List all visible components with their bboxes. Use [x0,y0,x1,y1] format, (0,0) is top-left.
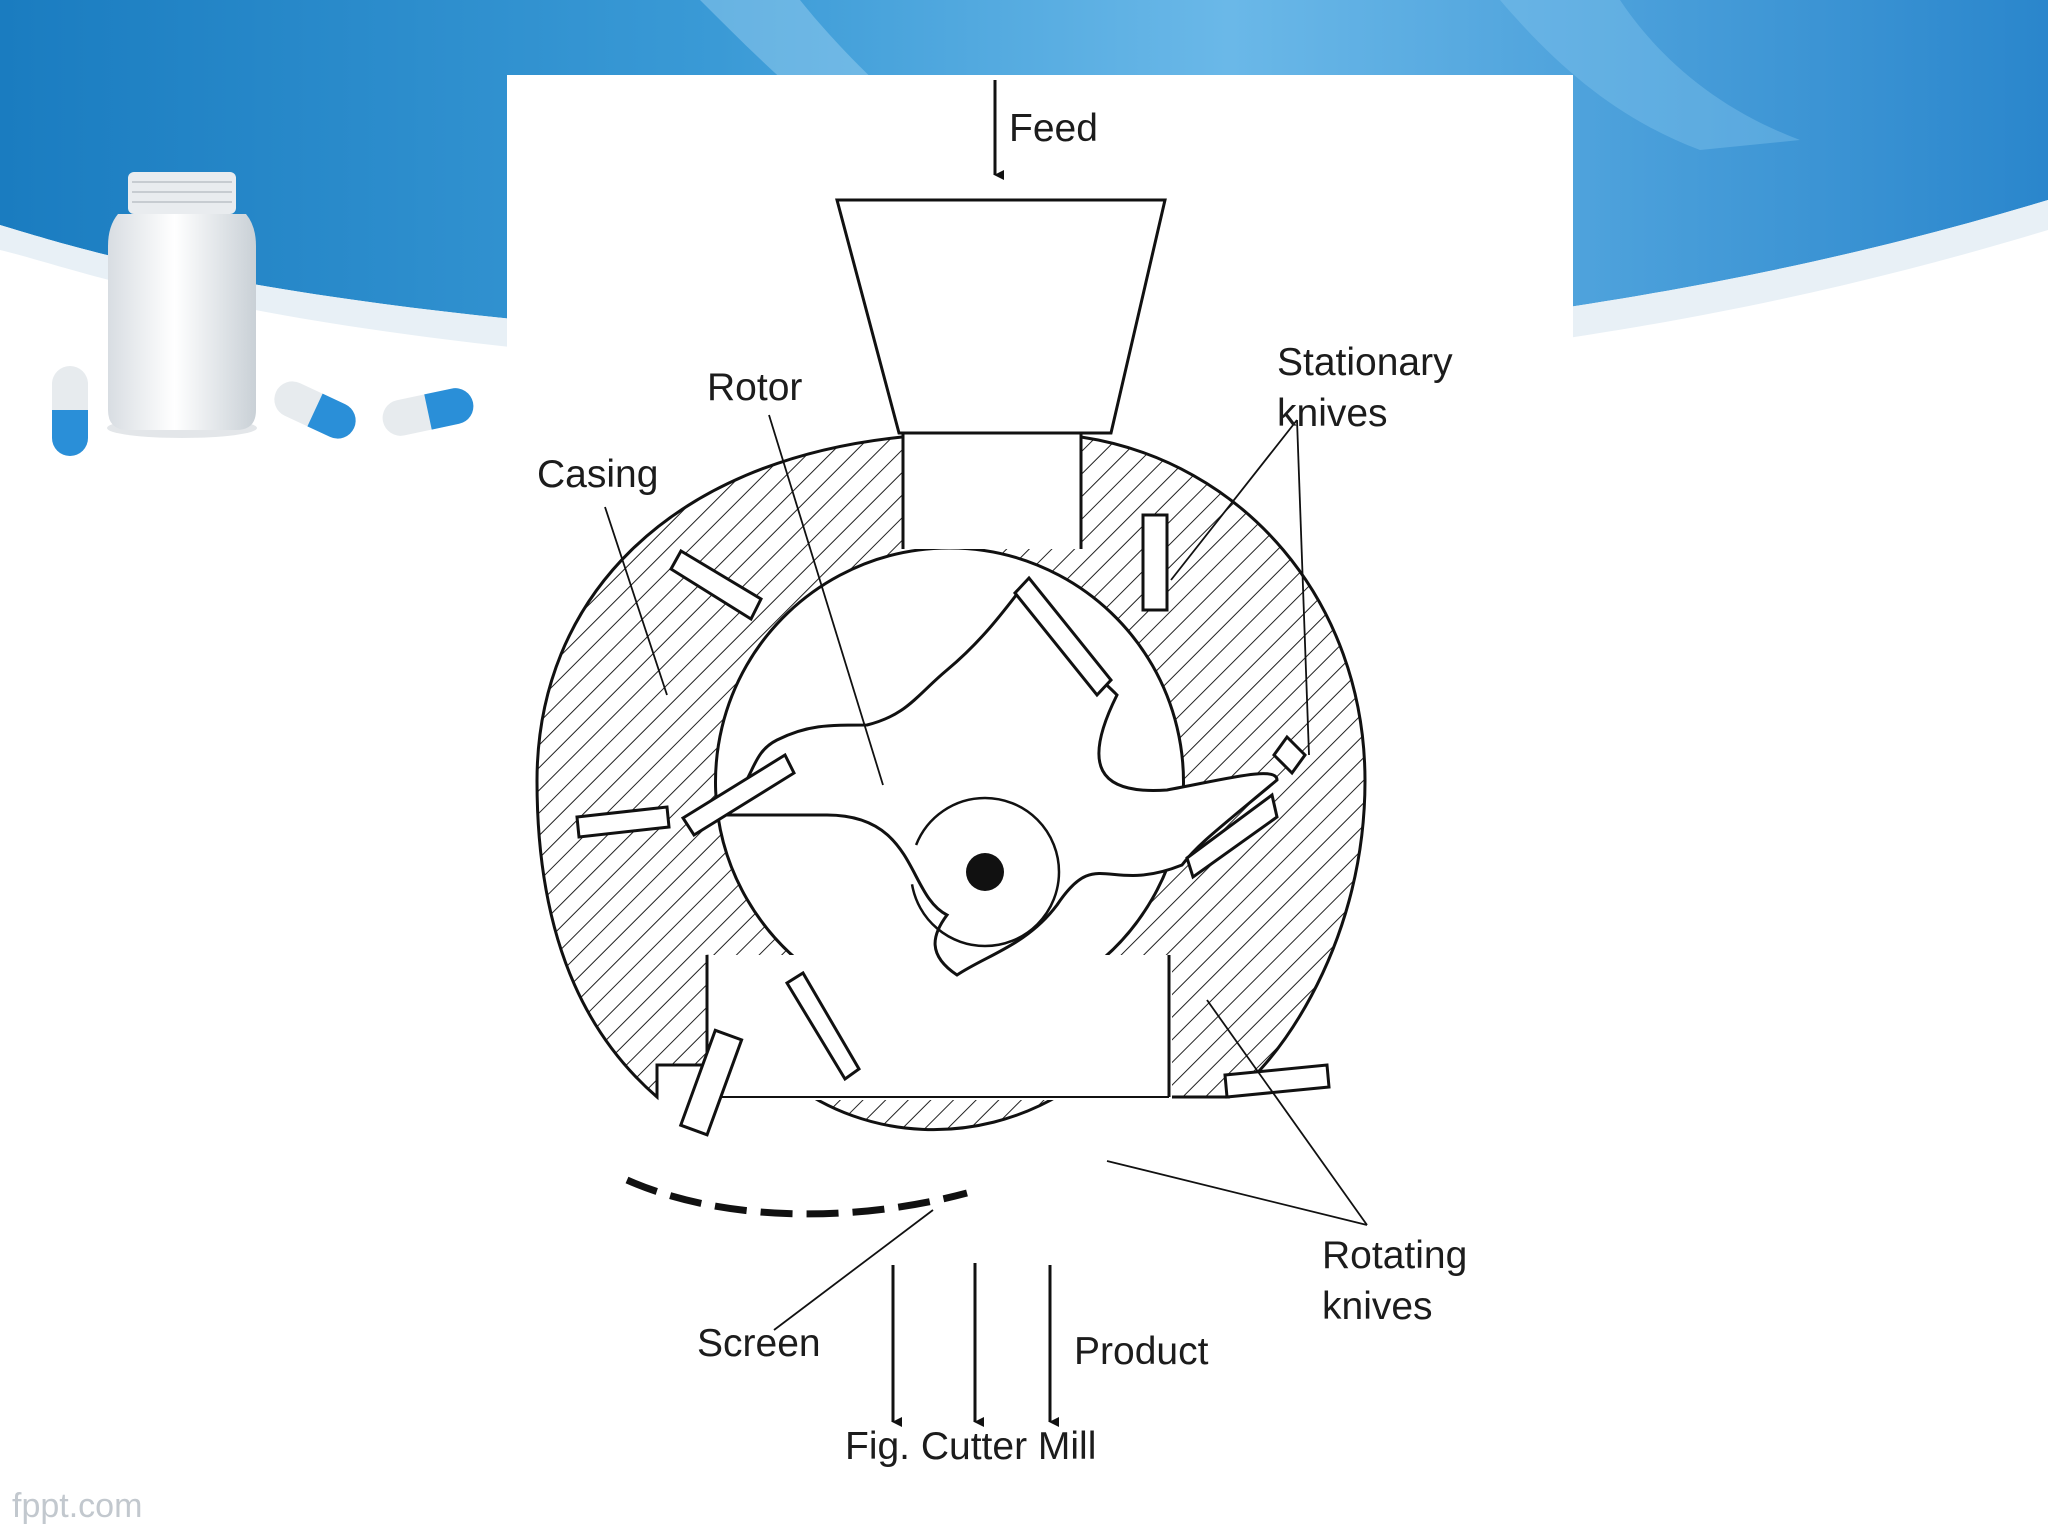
rotating-knife [784,970,861,1082]
rotating-knives-label-line2: knives [1322,1285,1433,1328]
capsule-icon [274,381,356,439]
stationary-knife [575,805,671,839]
rotating-knife [680,752,796,838]
stationary-knife [1272,734,1307,776]
screen-label: Screen [697,1322,821,1365]
stationary-knives-label-line1: Stationary [1277,341,1453,384]
casing-label: Casing [537,453,658,496]
figure-caption: Fig. Cutter Mill [845,1425,1096,1468]
feed-label: Feed [1009,107,1098,150]
feed-hopper [835,198,1167,435]
stationary-knife [1141,513,1169,612]
rotating-knives-label-line1: Rotating [1322,1234,1467,1277]
rotor [712,591,1279,977]
rotor-label: Rotor [707,366,802,409]
leader-lines [604,414,1368,1331]
stationary-knife [668,548,763,622]
stationary-knife [1223,1063,1331,1099]
footer-watermark: fppt.com [12,1487,143,1525]
medicine-bottle-icon [107,172,257,438]
rotating-knife [1013,575,1113,698]
stationary-knives-label-line2: knives [1277,392,1388,435]
screen [625,1176,968,1218]
capsule-icon [52,366,88,456]
rotor-shaft [966,853,1004,891]
figure-panel: Feed Rotor Casing Stationary knives Rota… [507,75,1573,1480]
stationary-knife [678,1028,744,1137]
rotating-knife [1185,792,1279,880]
rotation-indicator [909,796,1061,948]
capsule-icon [382,388,474,436]
cutter-mill-diagram: Feed Rotor Casing Stationary knives Rota… [535,80,1467,1468]
product-label: Product [1074,1330,1209,1373]
